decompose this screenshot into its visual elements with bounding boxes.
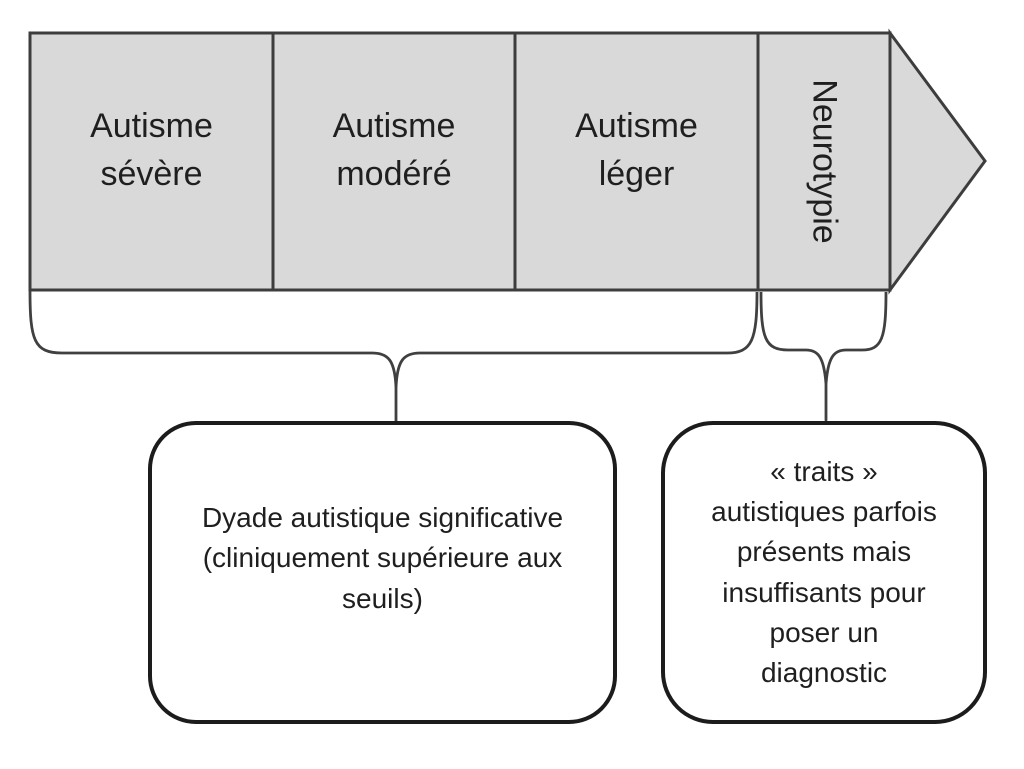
left-brace — [28, 290, 759, 423]
segment-shape-autisme-leger — [513, 31, 760, 292]
callout-text-traits: « traits » autistiques parfois présents … — [711, 456, 937, 688]
segment-label-autisme-severe: Autisme sévère — [90, 106, 213, 193]
segment-shape-autisme-severe — [28, 31, 275, 292]
segment-label-neurotypie-text: Neurotypie — [805, 79, 844, 244]
segment-shape-autisme-modere — [271, 31, 517, 292]
right-brace — [759, 291, 888, 422]
segment-label-autisme-modere: Autisme modéré — [332, 106, 456, 193]
arrow-head-shape — [888, 28, 987, 295]
callout-box-left-shape — [148, 421, 617, 724]
callout-text-dyade: Dyade autistique significative (clinique… — [201, 502, 564, 614]
callout-box-right-shape — [661, 421, 987, 724]
segment-label-neurotypie: Neurotypie — [758, 33, 890, 290]
segment-label-autisme-leger: Autisme léger — [575, 106, 698, 193]
